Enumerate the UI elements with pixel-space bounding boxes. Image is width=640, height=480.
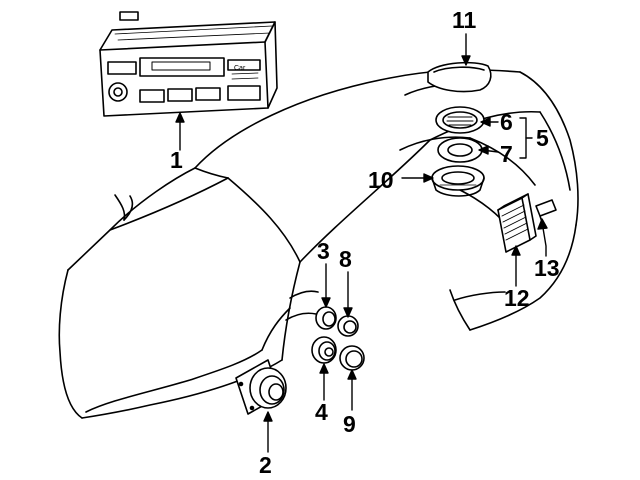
callout-3: 3 — [317, 238, 330, 264]
radio-button-right — [227, 85, 261, 101]
preset-button-3 — [195, 87, 221, 101]
leader-lines — [175, 33, 548, 453]
callout-8: 8 — [339, 246, 352, 272]
radio-button-left — [107, 61, 137, 75]
radio-head-unit — [99, 11, 278, 117]
callout-11: 11 — [452, 7, 477, 33]
radio-brand-text: Car — [234, 65, 246, 72]
callout-6: 6 — [500, 109, 513, 135]
tweeter-grille-upper-right — [337, 315, 359, 337]
callout-13: 13 — [534, 255, 560, 281]
rear-speaker-gasket — [437, 137, 483, 163]
speaker-grille-lower-right — [339, 345, 365, 371]
amplifier — [497, 193, 537, 253]
volume-knob — [108, 82, 128, 102]
callout-9: 9 — [343, 411, 356, 437]
front-door-speaker — [235, 359, 287, 415]
callout-12: 12 — [504, 285, 530, 311]
callout-2: 2 — [259, 452, 272, 478]
speaker-lower-left — [311, 336, 337, 364]
callout-1: 1 — [170, 147, 183, 173]
callout-labels: 1 2 3 4 5 6 7 8 9 10 11 12 13 — [170, 7, 560, 478]
rear-speaker — [431, 165, 485, 197]
amplifier-bracket — [535, 199, 557, 223]
rear-deck-cover — [427, 61, 492, 93]
preset-button-2 — [167, 88, 193, 102]
preset-button-1 — [139, 89, 165, 103]
cassette-slot — [139, 57, 225, 77]
callout-7: 7 — [500, 141, 513, 167]
callout-10: 10 — [368, 167, 394, 193]
rear-speaker-grille — [435, 106, 485, 134]
tweeter-upper-left — [315, 306, 337, 330]
callout-5: 5 — [536, 125, 549, 151]
callout-4: 4 — [315, 399, 328, 425]
